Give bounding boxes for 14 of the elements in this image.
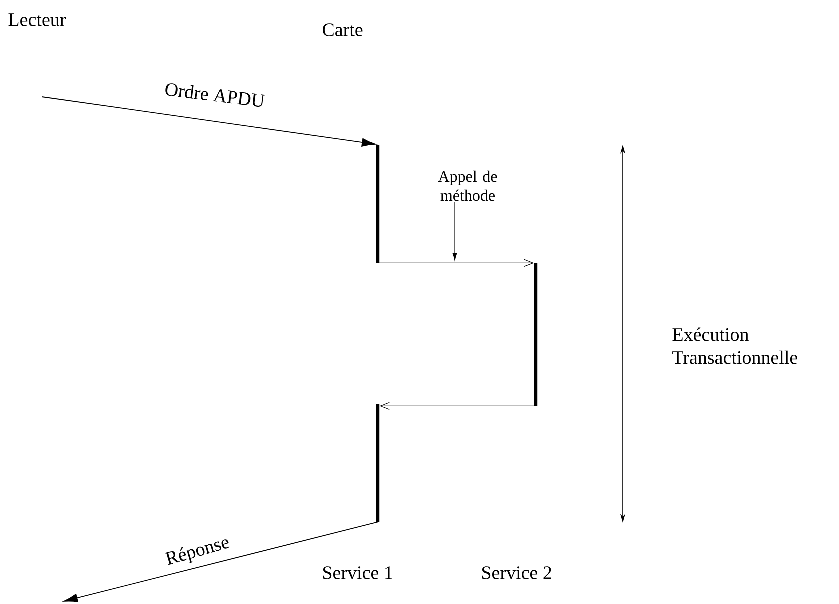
arrow	[378, 259, 534, 267]
edge-label: Réponse	[164, 540, 230, 566]
arrow	[42, 96, 376, 147]
edge-label: Appel de méthode	[438, 170, 498, 202]
arrow	[64, 522, 378, 602]
text-label: Exécution Transactionnelle	[672, 328, 798, 364]
text-label: Lecteur	[8, 14, 66, 26]
text-label: Carte	[323, 24, 363, 36]
edge-label: Ordre APDU	[166, 84, 266, 108]
activation-bar	[534, 263, 538, 406]
text-label: Service 2	[482, 566, 552, 580]
activation-bar	[376, 404, 380, 522]
text-label: Service 1	[323, 566, 392, 580]
arrow	[380, 402, 536, 410]
